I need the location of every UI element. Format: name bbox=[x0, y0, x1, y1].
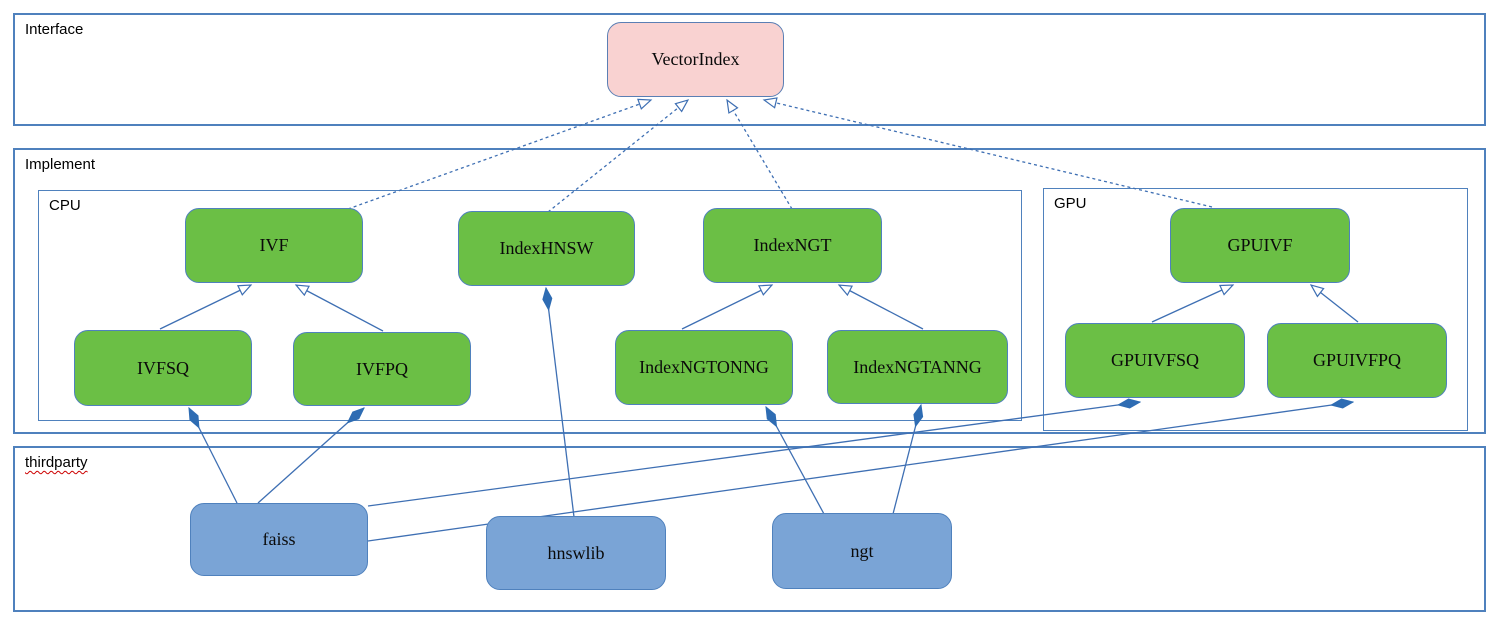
node-ivf[interactable]: IVF bbox=[185, 208, 363, 283]
node-gpuivf[interactable]: GPUIVF bbox=[1170, 208, 1350, 283]
node-ivfpq-label: IVFPQ bbox=[355, 358, 408, 379]
node-gpuivfpq[interactable]: GPUIVFPQ bbox=[1267, 323, 1447, 398]
node-ngt[interactable]: ngt bbox=[772, 513, 952, 589]
implement-container-label: Implement bbox=[25, 156, 96, 173]
node-indexngt-label: IndexNGT bbox=[753, 235, 832, 255]
node-ivf-label: IVF bbox=[259, 235, 289, 255]
cpu-container-label: CPU bbox=[49, 197, 81, 214]
node-ivfpq[interactable]: IVFPQ bbox=[293, 332, 471, 406]
node-hnswlib[interactable]: hnswlib bbox=[486, 516, 666, 590]
interface-container-label: Interface bbox=[25, 21, 84, 38]
node-vectorindex-label: VectorIndex bbox=[651, 49, 740, 69]
node-ngt-label: ngt bbox=[850, 540, 874, 561]
node-indexngtanng[interactable]: IndexNGTANNG bbox=[827, 330, 1008, 404]
node-indexhnsw[interactable]: IndexHNSW bbox=[458, 211, 635, 286]
node-gpuivf-label: GPUIVF bbox=[1227, 235, 1293, 255]
node-hnswlib-label: hnswlib bbox=[547, 542, 605, 563]
gpu-container-label: GPU bbox=[1054, 195, 1087, 212]
node-indexngtanng-label: IndexNGTANNG bbox=[853, 356, 982, 377]
node-indexngtonng[interactable]: IndexNGTONNG bbox=[615, 330, 793, 405]
node-indexngt[interactable]: IndexNGT bbox=[703, 208, 882, 283]
node-indexhnsw-label: IndexHNSW bbox=[499, 238, 594, 258]
node-ivfsq-label: IVFSQ bbox=[136, 357, 189, 378]
node-indexngtonng-label: IndexNGTONNG bbox=[639, 357, 769, 377]
node-faiss[interactable]: faiss bbox=[190, 503, 368, 576]
thirdparty-container-label: thirdparty bbox=[25, 454, 88, 471]
node-vectorindex[interactable]: VectorIndex bbox=[607, 22, 784, 97]
node-ivfsq[interactable]: IVFSQ bbox=[74, 330, 252, 406]
node-faiss-label: faiss bbox=[262, 529, 296, 549]
node-gpuivfsq-label: GPUIVFSQ bbox=[1110, 350, 1200, 370]
node-gpuivfpq-label: GPUIVFPQ bbox=[1312, 350, 1402, 370]
node-gpuivfsq[interactable]: GPUIVFSQ bbox=[1065, 323, 1245, 398]
